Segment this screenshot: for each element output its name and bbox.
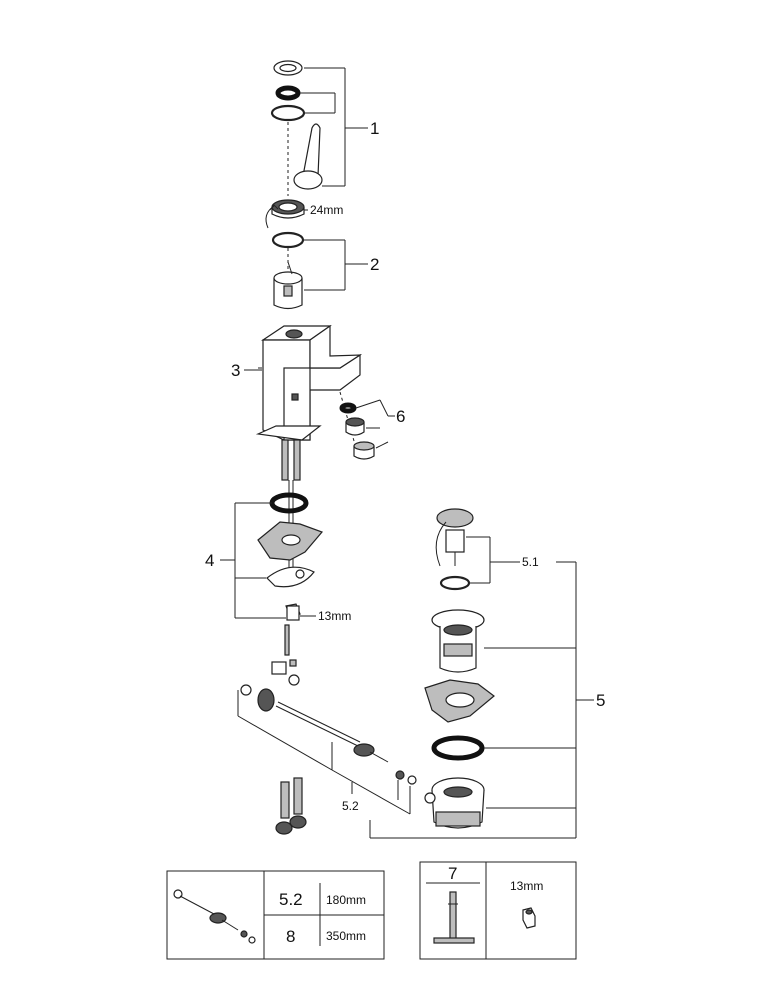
supply-hoses [275,777,307,835]
table-row-1-part: 5.2 [279,890,303,909]
callout-label-5-2: 5.2 [342,799,359,813]
callout-bracket-5-2 [237,690,411,815]
dimension-24mm: 24mm [310,203,343,217]
mounting-kit [257,492,324,656]
callout-bracket-5-1 [466,536,520,584]
table-row-2-length: 350mm [326,929,366,943]
tool-part-number: 7 [448,864,457,883]
callout-bracket-6 [355,399,395,449]
callout-label-5-1: 5.1 [522,555,539,569]
callout-label-5: 5 [596,691,605,710]
callout-bracket-5 [369,562,594,839]
tool-size-label: 13mm [510,879,543,893]
aerator [339,391,375,460]
callout-bracket-2 [304,239,368,291]
callout-label-3: 3 [231,361,240,380]
drain-body [424,609,495,829]
callout-label-1: 1 [370,119,379,138]
callout-label-6: 6 [396,407,405,426]
drain-stopper [435,508,474,591]
callout-bracket-1 [300,67,368,187]
cartridge [271,231,305,310]
rod-length-table: 5.2 180mm 8 350mm [166,870,385,960]
rod-illustration [173,889,256,944]
cartridge-nut [265,199,308,229]
handle-assembly [270,60,323,196]
callout-label-4: 4 [205,551,214,570]
callout-bracket-4 [220,502,286,619]
dimension-13mm: 13mm [318,609,351,623]
faucet-body [255,324,363,441]
table-row-1-length: 180mm [326,893,366,907]
tool-table: 7 13mm [419,861,577,960]
hex-socket-illustration [522,907,536,929]
callout-label-2: 2 [370,255,379,274]
pop-up-rod-assembly [240,659,417,785]
wrench-tool-illustration [433,891,475,944]
table-row-2-part: 8 [286,927,295,946]
